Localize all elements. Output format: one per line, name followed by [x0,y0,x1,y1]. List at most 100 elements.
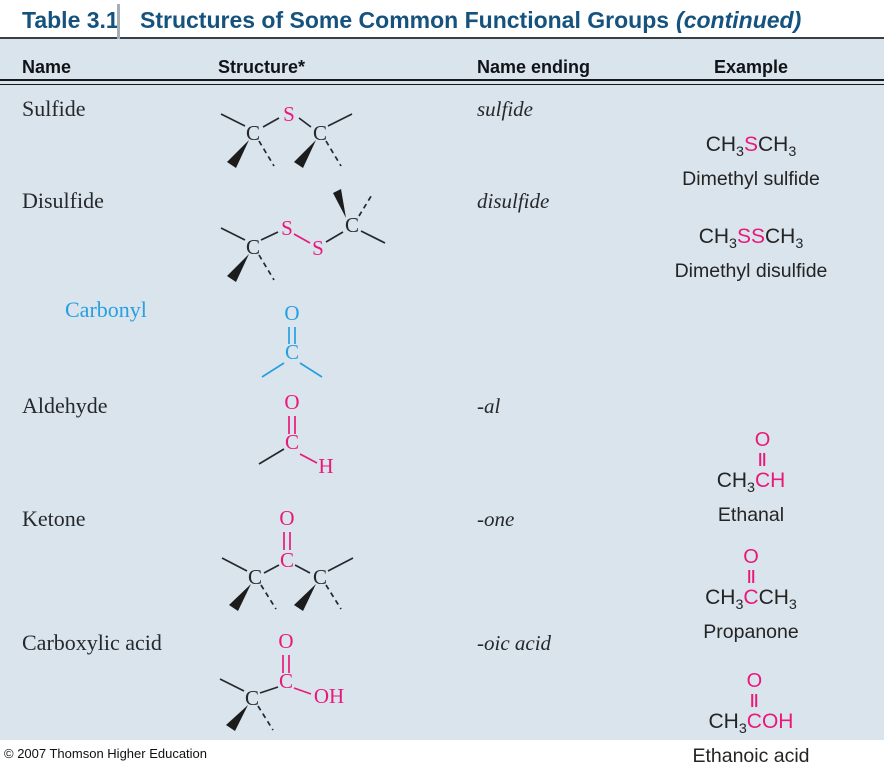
bond-line [327,557,354,572]
table-number-label: Table 3.1 [22,7,119,33]
bond-line [259,686,279,694]
bond-line [261,362,285,378]
example-disulfide: CH3SSCH3 Dimethyl disulfide [618,225,884,283]
name-ending-carboxylic-acid: -oic acid [477,631,552,655]
dashed-bond [358,192,374,217]
example-compound-name: Ethanoic acid [692,744,810,765]
sulfur-atom-label: S [281,216,293,240]
page-title-text: Structures of Some Common Functional Gro… [140,7,670,33]
oxygen-atom-label: O [284,301,299,325]
bond-line [220,227,246,241]
table-area: Name Structure* Name ending Example Sulf… [0,39,884,765]
row-name-ketone: Ketone [22,506,86,531]
dashed-bond [258,140,275,167]
carbonyl-oxygen-mark: O [747,671,762,710]
oxygen-atom-label: O [279,506,294,530]
wedge-bond [227,254,249,282]
column-header-name: Name [22,57,72,77]
wedge-bond [294,140,316,168]
dashed-bond [325,584,342,610]
carbon-atom-label: C [245,686,259,710]
bond-line [263,564,280,574]
header-rule-thin [0,84,884,85]
carbon-atom-label: C [345,213,359,237]
oxygen-atom-label: O [278,630,293,653]
title-bar: Table 3.1 Structures of Some Common Func… [0,0,884,37]
wedge-bond [229,584,251,611]
s-s-bond [293,233,311,244]
carbon-atom-label: C [279,669,293,693]
wedge-bond [226,705,248,731]
page-title: Structures of Some Common Functional Gro… [140,7,801,34]
title-rule [0,37,884,39]
hydroxyl-group-label: OH [314,684,344,708]
bond-line [325,231,344,243]
title-divider [117,4,120,53]
example-formula: CH3SSCH3 [698,225,804,253]
dashed-bond [257,705,274,731]
name-ending-ketone: -one [477,507,515,531]
aldehyde-structure: O C H [258,392,334,478]
carbon-atom-label: C [313,121,327,145]
example-compound-name: Dimethyl disulfide [674,259,828,282]
bond-line [221,557,248,572]
disulfide-structure: C S S C [220,189,386,282]
bond-line [293,687,312,695]
wedge-bond [294,584,316,611]
carbonyl-oxygen-mark: O [755,430,770,469]
bond-line [260,231,279,241]
bond-line [299,362,323,378]
column-header-name-ending: Name ending [477,57,591,77]
bond-line [294,564,311,574]
carboxylic-acid-structure: O C C OH [219,630,344,731]
row-name-carboxylic-acid: Carboxylic acid [22,630,162,655]
carbon-atom-label: C [246,235,260,259]
column-header-structure: Structure* [218,57,306,77]
sulfide-structure: S C C [220,102,353,168]
wedge-bond [227,140,249,168]
bond-line [219,678,245,692]
row-name-aldehyde: Aldehyde [22,393,108,418]
carbon-atom-label: C [246,121,260,145]
example-compound-name: Ethanal [717,503,785,526]
example-compound-name: Propanone [703,620,799,643]
page-title-continued: (continued) [676,7,802,33]
carbon-atom-label: C [280,548,294,572]
carbon-atom-label: C [313,565,327,589]
column-header-example: Example [714,57,789,77]
example-compound-name: Dimethyl sulfide [682,167,820,190]
name-ending-disulfide: disulfide [477,189,550,213]
bond-line [262,117,280,128]
dashed-bond [258,254,275,281]
copyright-notice: © 2007 Thomson Higher Education [4,746,208,761]
ketone-structure: O C C C [221,506,354,611]
hydrogen-atom-label: H [318,454,333,478]
bond-line [220,113,246,127]
bond-line [299,453,318,464]
dashed-bond [260,584,277,610]
carbon-atom-label: C [285,340,299,364]
bond-line [258,448,285,465]
row-name-carbonyl: Carbonyl [65,297,147,322]
bond-line [360,230,386,244]
name-ending-sulfide: sulfide [477,97,533,121]
carbon-atom-label: C [285,430,299,454]
name-ending-aldehyde: -al [477,394,501,418]
oxygen-atom-label: O [284,392,299,414]
example-sulfide: CH3SCH3 Dimethyl sulfide [618,133,884,191]
row-name-disulfide: Disulfide [22,188,104,213]
header-rule-thick [0,79,884,81]
row-name-sulfide: Sulfide [22,96,86,121]
carbon-atom-label: C [248,565,262,589]
bond-line [327,113,353,127]
wedge-bond [333,189,346,218]
carbonyl-structure: O C [261,301,323,378]
sulfur-atom-label: S [283,102,295,126]
